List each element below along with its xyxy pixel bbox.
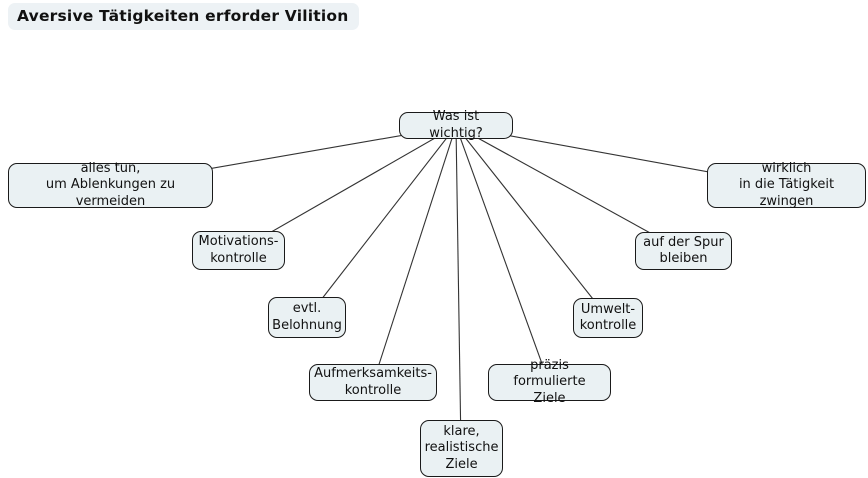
edge-root-to-auf-der-spur-bleiben: [455, 125, 684, 252]
map-title: Aversive Tätigkeiten erforder Vilition: [8, 3, 360, 30]
edge-root-to-aufmerksamkeitskontrolle: [372, 125, 457, 384]
edge-root-to-praezis-formulierte-ziele: [455, 125, 550, 384]
node-evtl-belohnung[interactable]: evtl. Belohnung: [268, 297, 346, 338]
node-auf-der-spur-bleiben[interactable]: auf der Spur bleiben: [635, 232, 732, 270]
edge-root-to-umweltkontrolle: [455, 125, 609, 319]
node-klare-realistische-ziele[interactable]: klare, realistische Ziele: [420, 420, 503, 477]
edge-root-to-motivationskontrolle: [237, 125, 457, 252]
node-motivationskontrolle[interactable]: Motivations- kontrolle: [192, 231, 285, 270]
node-wirklich-zwingen[interactable]: wirklich in die Tätigkeit zwingen: [707, 161, 866, 209]
node-praezis-formulierte-ziele[interactable]: präzis formulierte Ziele: [488, 358, 611, 406]
node-root-was-ist-wichtig[interactable]: Was ist wichtig?: [399, 109, 513, 141]
node-umweltkontrolle[interactable]: Umwelt- kontrolle: [573, 298, 643, 338]
edge-root-to-evtl-belohnung: [306, 125, 457, 319]
node-alles-tun[interactable]: alles tun, um Ablenkungen zu vermeiden: [8, 161, 213, 209]
edge-root-to-klare-realistische-ziele: [455, 125, 462, 450]
node-aufmerksamkeitskontrolle[interactable]: Aufmerksamkeits- kontrolle: [309, 364, 437, 401]
